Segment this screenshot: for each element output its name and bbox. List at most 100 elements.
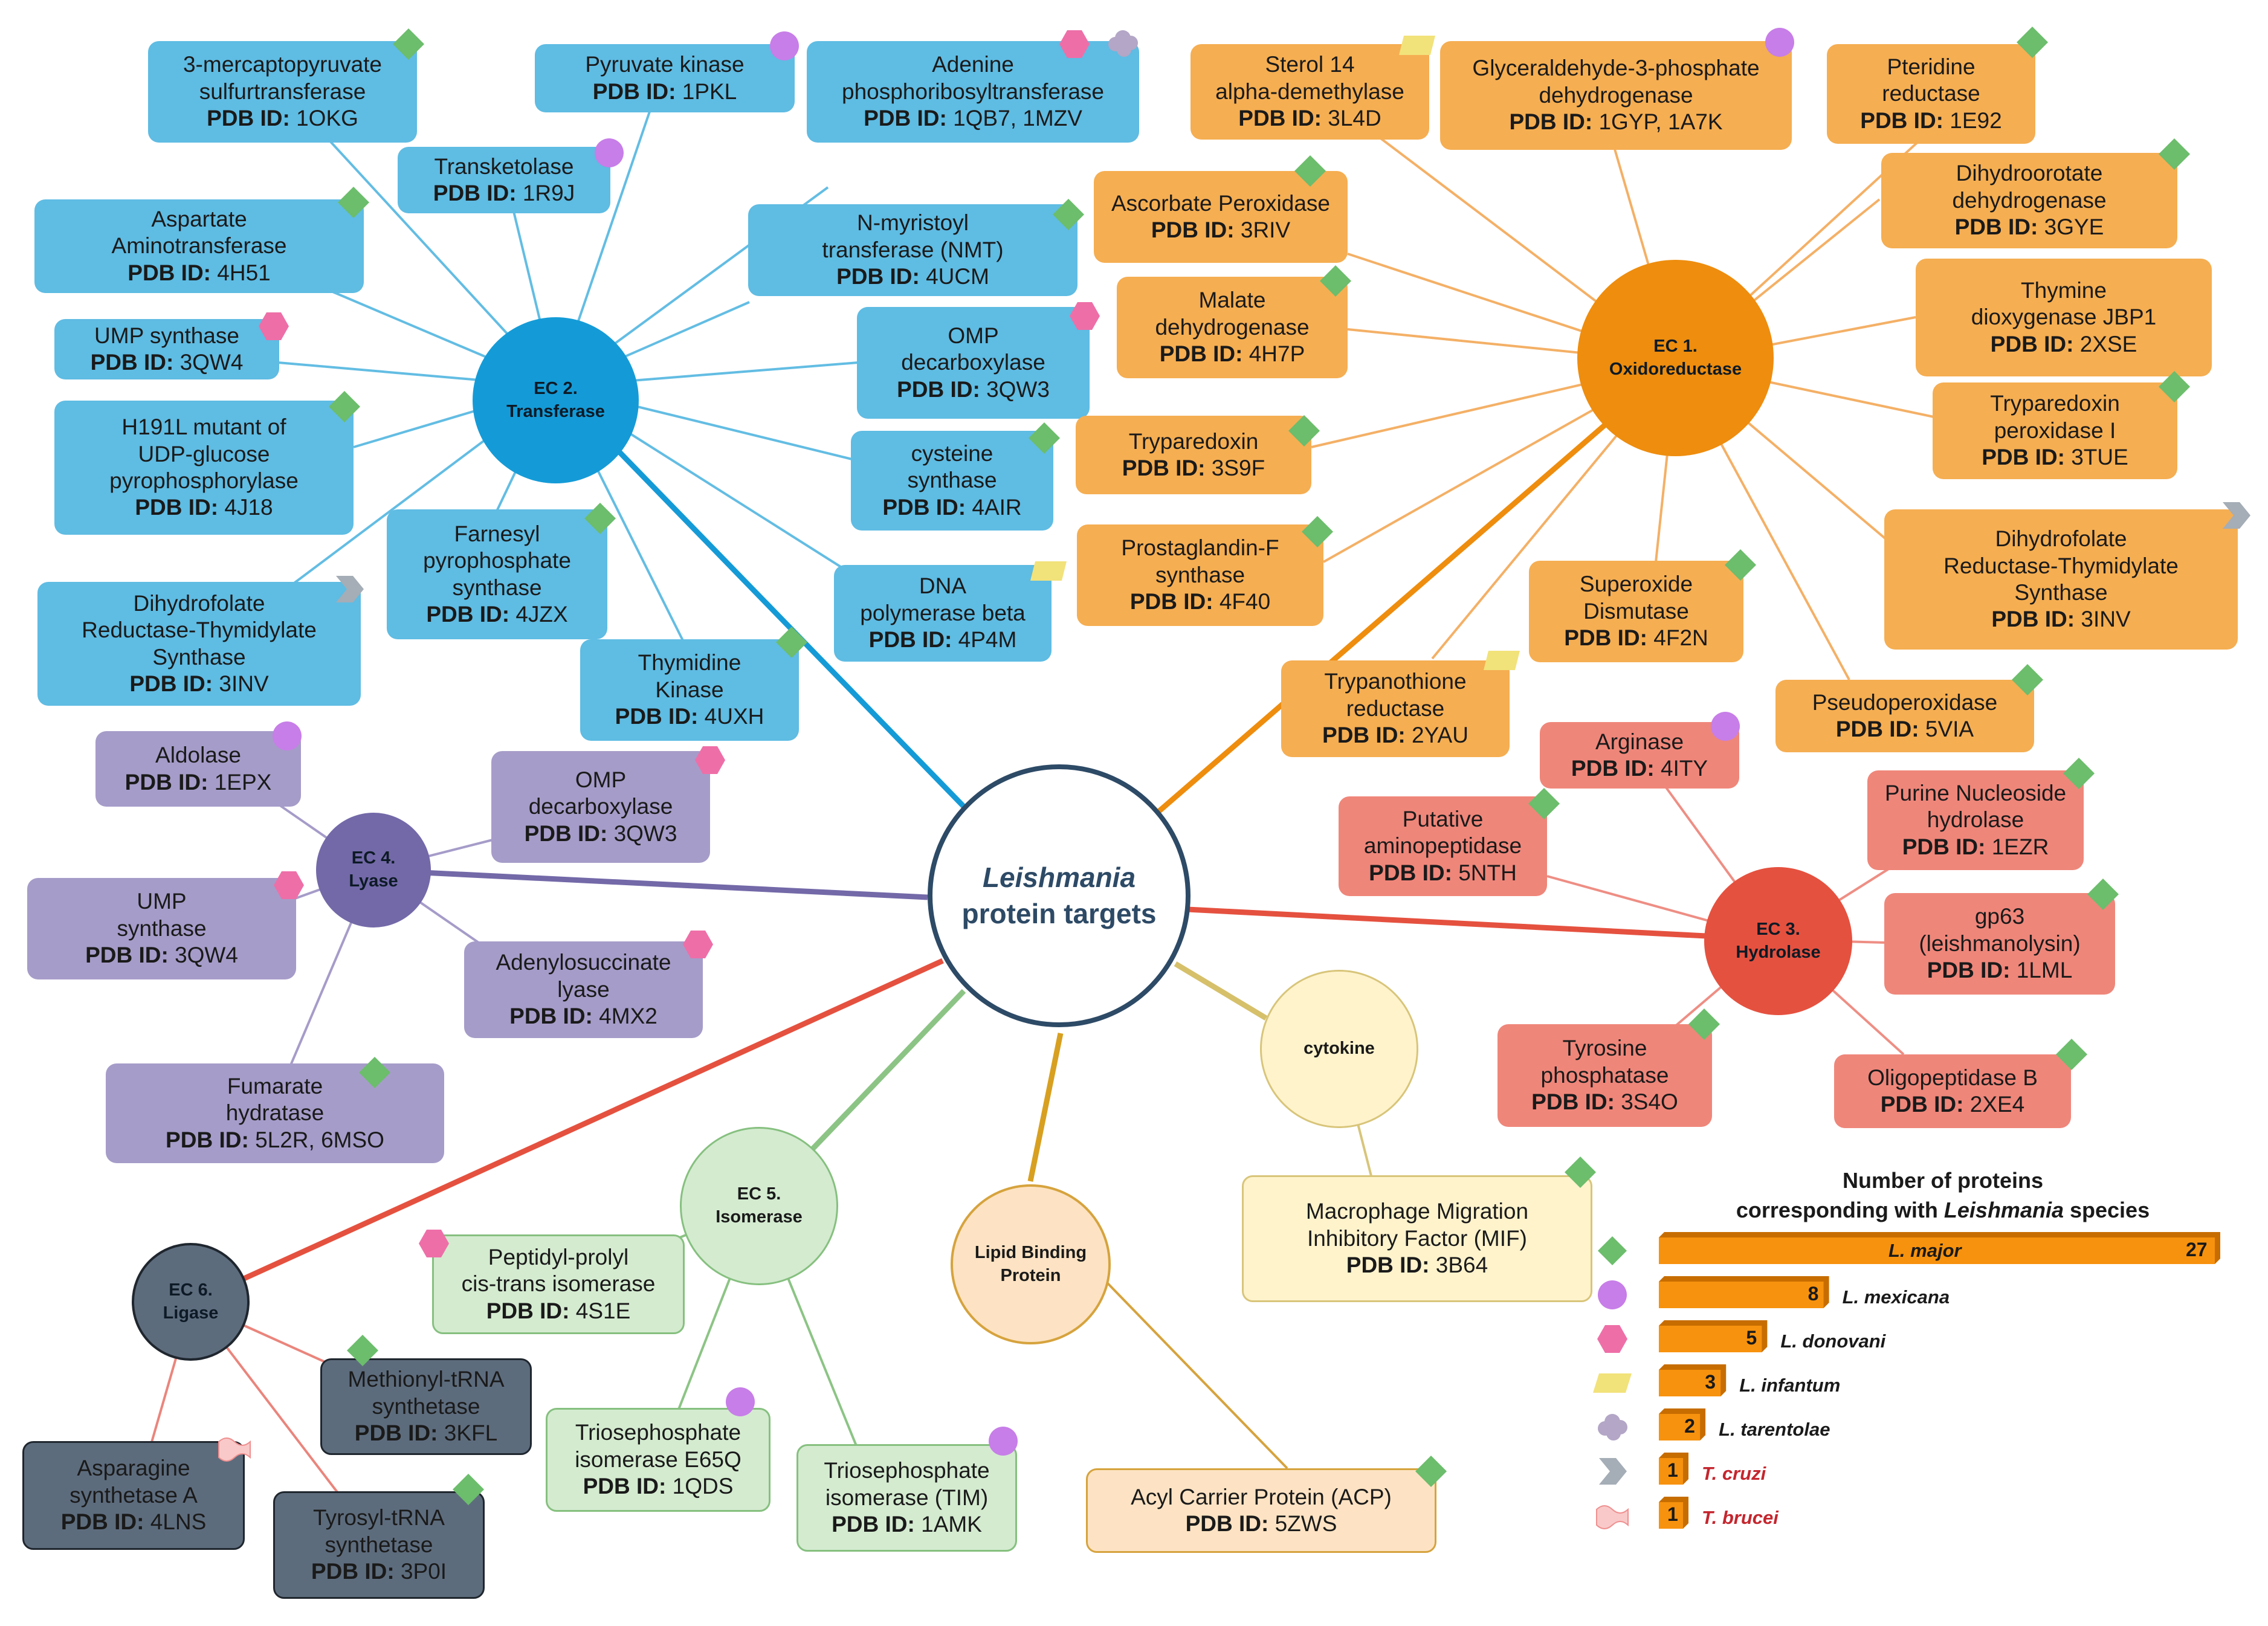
pdb-prefix: PDB ID: <box>129 671 213 696</box>
pdb-id: 4UXH <box>704 704 764 729</box>
pdb-id: 4S1E <box>575 1298 631 1323</box>
pdb-prefix: PDB ID: <box>426 601 510 627</box>
pdb-prefix: PDB ID: <box>1990 331 2074 356</box>
protein-name: Farnesyl pyrophosphate synthase <box>423 521 571 600</box>
bar-value-label: 1 <box>1667 1459 1678 1481</box>
pdb-line: PDB ID: 4AIR <box>882 494 1021 521</box>
pdb-prefix: PDB ID: <box>1129 589 1213 615</box>
pdb-id: 4P4M <box>958 627 1017 653</box>
pdb-line: PDB ID: 3GYE <box>1955 214 2104 240</box>
pdb-prefix: PDB ID: <box>1954 215 2038 240</box>
pdb-id: 3P0I <box>400 1559 447 1584</box>
pdb-prefix: PDB ID: <box>836 264 920 289</box>
pdb-id: 1R9J <box>522 181 575 205</box>
pdb-prefix: PDB ID: <box>1902 834 1986 859</box>
pdb-prefix: PDB ID: <box>166 1127 249 1152</box>
pdb-id: 4LNS <box>150 1509 207 1535</box>
pdb-line: PDB ID: 3P0I <box>311 1558 447 1585</box>
pdb-id: 1EPX <box>214 769 272 795</box>
pdb-line: PDB ID: 3QW4 <box>91 349 244 376</box>
pdb-prefix: PDB ID: <box>1982 445 2065 470</box>
bar-l-tarentolae <box>1659 1414 1701 1440</box>
protein-name: Tyrosine phosphatase <box>1540 1036 1669 1088</box>
protein-box-mif: Macrophage Migration Inhibitory Factor (… <box>1242 1175 1592 1302</box>
legend-diamond-icon <box>1598 1236 1627 1265</box>
pdb-id: 4H51 <box>217 260 271 285</box>
pdb-prefix: PDB ID: <box>882 494 966 520</box>
protein-name: Pseudoperoxidase <box>1812 689 1998 715</box>
pdb-line: PDB ID: 3S4O <box>1531 1089 1678 1115</box>
pdb-prefix: PDB ID: <box>832 1512 915 1537</box>
pdb-line: PDB ID: 3B64 <box>1346 1252 1488 1279</box>
branch-ligase <box>191 958 944 1305</box>
bar-value-label: 1 <box>1667 1503 1678 1525</box>
pdb-prefix: PDB ID: <box>864 106 947 131</box>
branch-lipid <box>1027 1033 1064 1182</box>
pdb-id: 3L4D <box>1328 106 1381 131</box>
protein-name: DNA polymerase beta <box>860 573 1026 625</box>
protein-box-dhfr-t: Dihydrofolate Reductase-Thymidylate Synt… <box>37 582 361 706</box>
pdb-id: 5L2R, 6MSO <box>255 1127 384 1152</box>
pdb-id: 4J18 <box>224 495 273 520</box>
pdb-line: PDB ID: 3S9F <box>1122 455 1265 482</box>
pdb-id: 3INV <box>219 671 269 696</box>
hub-oxidoreductase: EC 1. Oxidoreductase <box>1577 260 1774 456</box>
pdb-line: PDB ID: 5VIA <box>1836 716 1974 743</box>
protein-name: Adenylosuccinate lyase <box>496 950 671 1002</box>
pdb-id: 3B64 <box>1435 1253 1488 1278</box>
legend-wave-icon <box>1596 1505 1629 1529</box>
pdb-prefix: PDB ID: <box>615 704 699 729</box>
protein-name: cysteine synthase <box>907 440 997 493</box>
pdb-line: PDB ID: 2XSE <box>1991 331 2137 358</box>
pdb-prefix: PDB ID: <box>583 1474 667 1499</box>
bar-value-label: 2 <box>1684 1415 1695 1437</box>
pdb-line: PDB ID: 4ITY <box>1571 755 1708 782</box>
pdb-prefix: PDB ID: <box>128 260 211 285</box>
pdb-prefix: PDB ID: <box>1860 108 1944 133</box>
pdb-prefix: PDB ID: <box>135 495 219 520</box>
pdb-line: PDB ID: 1EPX <box>125 769 272 796</box>
bar-t-brucei <box>1659 1502 1683 1529</box>
pdb-line: PDB ID: 3QW3 <box>525 821 677 847</box>
center-title-italic: Leishmania <box>982 861 1136 893</box>
pdb-id: 4ITY <box>1660 756 1708 781</box>
protein-name: Transketolase <box>434 153 574 179</box>
pdb-id: 3RIV <box>1240 218 1291 242</box>
pdb-id: 3GYE <box>2044 215 2104 240</box>
legend-title-post: species <box>2063 1197 2150 1222</box>
center-node: Leishmania protein targets <box>928 764 1191 1027</box>
pdb-id: 4MX2 <box>599 1004 657 1029</box>
protein-box-gapdh: Glyceraldehyde-3-phosphate dehydrogenase… <box>1440 41 1792 150</box>
pdb-line: PDB ID: 1PKL <box>593 79 737 105</box>
pdb-prefix: PDB ID: <box>311 1559 395 1584</box>
pdb-line: PDB ID: 4MX2 <box>509 1003 657 1030</box>
hub-ligase-label: EC 6. Ligase <box>163 1280 219 1323</box>
pdb-id: 2XSE <box>2079 331 2137 356</box>
pdb-id: 1E92 <box>1950 108 2002 133</box>
protein-name: 3-mercaptopyruvate sulfurtransferase <box>183 52 383 104</box>
pdb-line: PDB ID: 4JZX <box>426 601 567 628</box>
protein-name: H191L mutant of UDP-glucose pyrophosphor… <box>109 415 299 493</box>
legend-chevron-icon <box>1599 1458 1627 1485</box>
pdb-line: PDB ID: 1E92 <box>1860 108 2001 134</box>
pdb-id: 3S4O <box>1621 1089 1678 1115</box>
pdb-id: 1LML <box>2016 958 2073 983</box>
